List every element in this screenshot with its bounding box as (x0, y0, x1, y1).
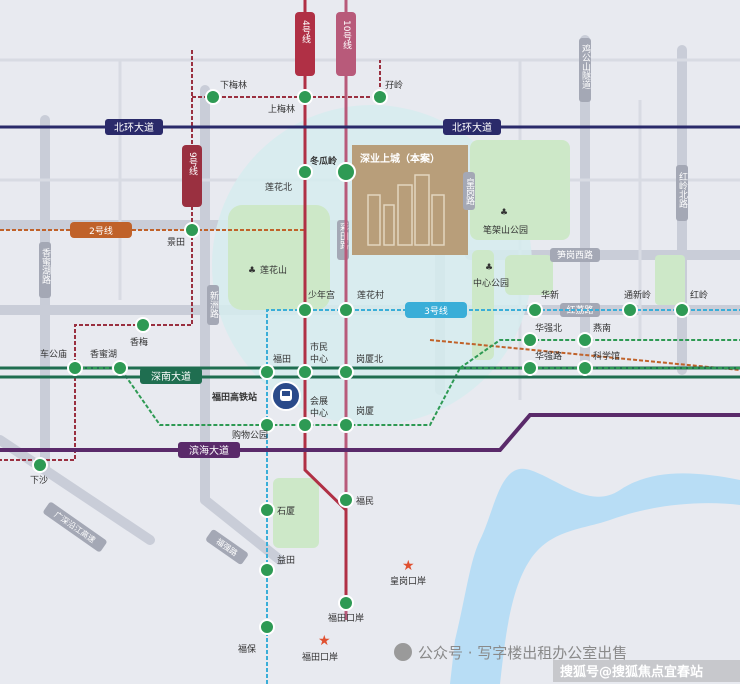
station-labels: 下梅林 上梅林 孖岭 冬瓜岭 莲花北 景田 少年宫 莲花村 华新 通新岭 红岭 … (30, 79, 708, 663)
svg-text:4号线: 4号线 (300, 20, 311, 44)
svg-text:华强北: 华强北 (535, 322, 562, 334)
svg-text:3号线: 3号线 (424, 305, 448, 317)
line4-label: 4号线 (295, 12, 315, 76)
svg-text:福田口岸: 福田口岸 (302, 651, 338, 663)
port-star-icon: ★ (318, 633, 331, 649)
svg-text:华新: 华新 (541, 289, 559, 301)
park-bijiashan (470, 140, 570, 240)
svg-text:市民: 市民 (310, 341, 328, 353)
svg-text:笋岗西路: 笋岗西路 (557, 249, 593, 261)
line4-path (303, 0, 348, 600)
svg-text:燕南: 燕南 (593, 322, 611, 334)
park-label-lianhuashan: 莲花山 (260, 264, 287, 276)
svg-text:香梅: 香梅 (130, 336, 148, 348)
road-xiangmi: 香蜜湖路 (39, 242, 51, 298)
svg-text:鸡公山隧道: 鸡公山隧道 (580, 43, 591, 90)
road-jiguan: 鸡公山隧道 (579, 38, 591, 102)
svg-text:福保: 福保 (238, 643, 256, 655)
road-hongli-west: 笋岗西路 (550, 248, 600, 262)
port-star-icon: ★ (402, 558, 415, 574)
park-zhongxin (472, 250, 494, 360)
svg-text:福民: 福民 (356, 495, 374, 507)
svg-text:北环大道: 北环大道 (114, 121, 154, 134)
tree-icon: ♣ (500, 208, 508, 218)
svg-text:滨海大道: 滨海大道 (189, 444, 229, 457)
tree-icon: ♣ (248, 266, 256, 276)
station-markers (32, 89, 690, 635)
line10-label: 10号线 (336, 12, 356, 76)
svg-text:岗厦北: 岗厦北 (356, 354, 383, 365)
svg-text:中心: 中心 (310, 353, 328, 365)
svg-text:少年宫: 少年宫 (308, 289, 335, 301)
svg-text:莲花村: 莲花村 (357, 289, 384, 301)
svg-text:通新岭: 通新岭 (624, 289, 651, 301)
svg-text:香蜜湖路: 香蜜湖路 (40, 248, 51, 285)
label-shennan: 深南大道 (140, 368, 202, 384)
watermark: 公众号 · 写字楼出租办公室出售 搜狐号@搜狐焦点宜春站 (394, 643, 740, 682)
svg-text:2号线: 2号线 (89, 225, 113, 237)
svg-text:下沙: 下沙 (30, 475, 48, 486)
svg-text:新洲路: 新洲路 (208, 290, 219, 319)
road-huanggang: 皇岗路 (463, 172, 475, 210)
park-label-zhongxin: 中心公园 (473, 277, 509, 289)
svg-text:广深沿江高速: 广深沿江高速 (52, 509, 97, 545)
svg-text:益田: 益田 (277, 554, 295, 566)
tree-icon: ♣ (485, 263, 493, 273)
svg-text:香蜜湖: 香蜜湖 (90, 348, 117, 360)
svg-text:购物公园: 购物公园 (232, 429, 268, 441)
svg-text:车公庙: 车公庙 (40, 348, 67, 360)
svg-text:岗厦: 岗厦 (356, 406, 374, 417)
svg-text:中心: 中心 (310, 407, 328, 419)
svg-text:福田: 福田 (273, 353, 291, 365)
svg-text:深南大道: 深南大道 (151, 370, 191, 383)
park-label-bijiashan: 笔架山公园 (483, 224, 528, 236)
project-block (352, 145, 468, 255)
line2-label: 2号线 (70, 222, 132, 238)
svg-text:搜狐号@搜狐焦点宜春站: 搜狐号@搜狐焦点宜春站 (560, 664, 703, 680)
road-binhai-line (0, 413, 740, 452)
line3-path (266, 309, 740, 684)
project-label: 深业上城（本案） (360, 152, 440, 165)
svg-text:皇岗路: 皇岗路 (464, 177, 475, 206)
line3-label: 3号线 (405, 302, 467, 318)
svg-text:9号线: 9号线 (187, 152, 198, 176)
svg-text:上梅林: 上梅林 (268, 103, 295, 115)
road-hongling: 红岭北路 (676, 165, 688, 221)
svg-text:福田口岸: 福田口岸 (328, 612, 364, 624)
svg-text:红岭: 红岭 (690, 289, 708, 301)
label-beihuan-2: 北环大道 (443, 119, 501, 135)
svg-text:石厦: 石厦 (277, 506, 295, 517)
svg-text:孖岭: 孖岭 (385, 79, 403, 91)
svg-text:10号线: 10号线 (341, 20, 352, 49)
svg-text:科学馆: 科学馆 (593, 350, 620, 362)
label-binhai: 滨海大道 (178, 442, 240, 458)
svg-text:公众号 · 写字楼出租办公室出售: 公众号 · 写字楼出租办公室出售 (418, 644, 627, 662)
road-xinzhou: 新洲路 (207, 285, 219, 325)
svg-text:会展: 会展 (310, 395, 328, 407)
line9-path (0, 50, 193, 461)
svg-text:皇岗口岸: 皇岗口岸 (390, 575, 426, 587)
svg-text:莲花北: 莲花北 (265, 181, 292, 193)
svg-text:下梅林: 下梅林 (220, 79, 247, 91)
label-beihuan-1: 北环大道 (105, 119, 163, 135)
svg-text:北环大道: 北环大道 (452, 121, 492, 134)
svg-text:红岭北路: 红岭北路 (677, 171, 688, 209)
svg-text:冬瓜岭: 冬瓜岭 (310, 155, 337, 167)
svg-text:景田: 景田 (167, 237, 185, 248)
svg-text:福田高铁站: 福田高铁站 (211, 391, 257, 403)
line9-label: 9号线 (182, 145, 202, 207)
svg-text:华强路: 华强路 (535, 350, 562, 362)
svg-text:彩田路: 彩田路 (338, 222, 349, 250)
river (450, 468, 740, 684)
